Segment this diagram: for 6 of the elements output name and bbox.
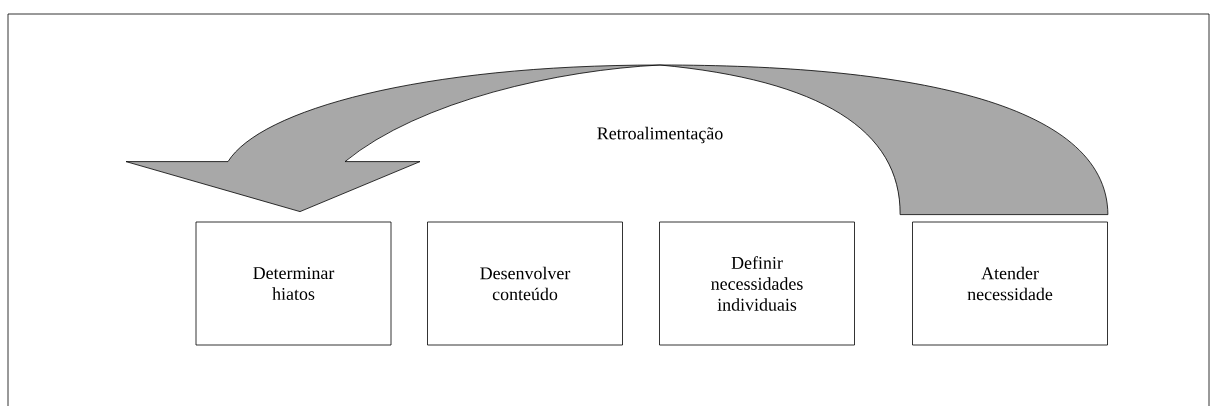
process-box: Atender necessidade — [912, 221, 1108, 346]
curved-arrow — [125, 64, 1109, 215]
process-box: Desenvolver conteúdo — [427, 221, 623, 346]
edge-label: Retroalimentação — [597, 126, 723, 144]
process-box: Definir necessidades individuais — [659, 221, 855, 346]
process-box: Determinar hiatos — [195, 221, 392, 346]
